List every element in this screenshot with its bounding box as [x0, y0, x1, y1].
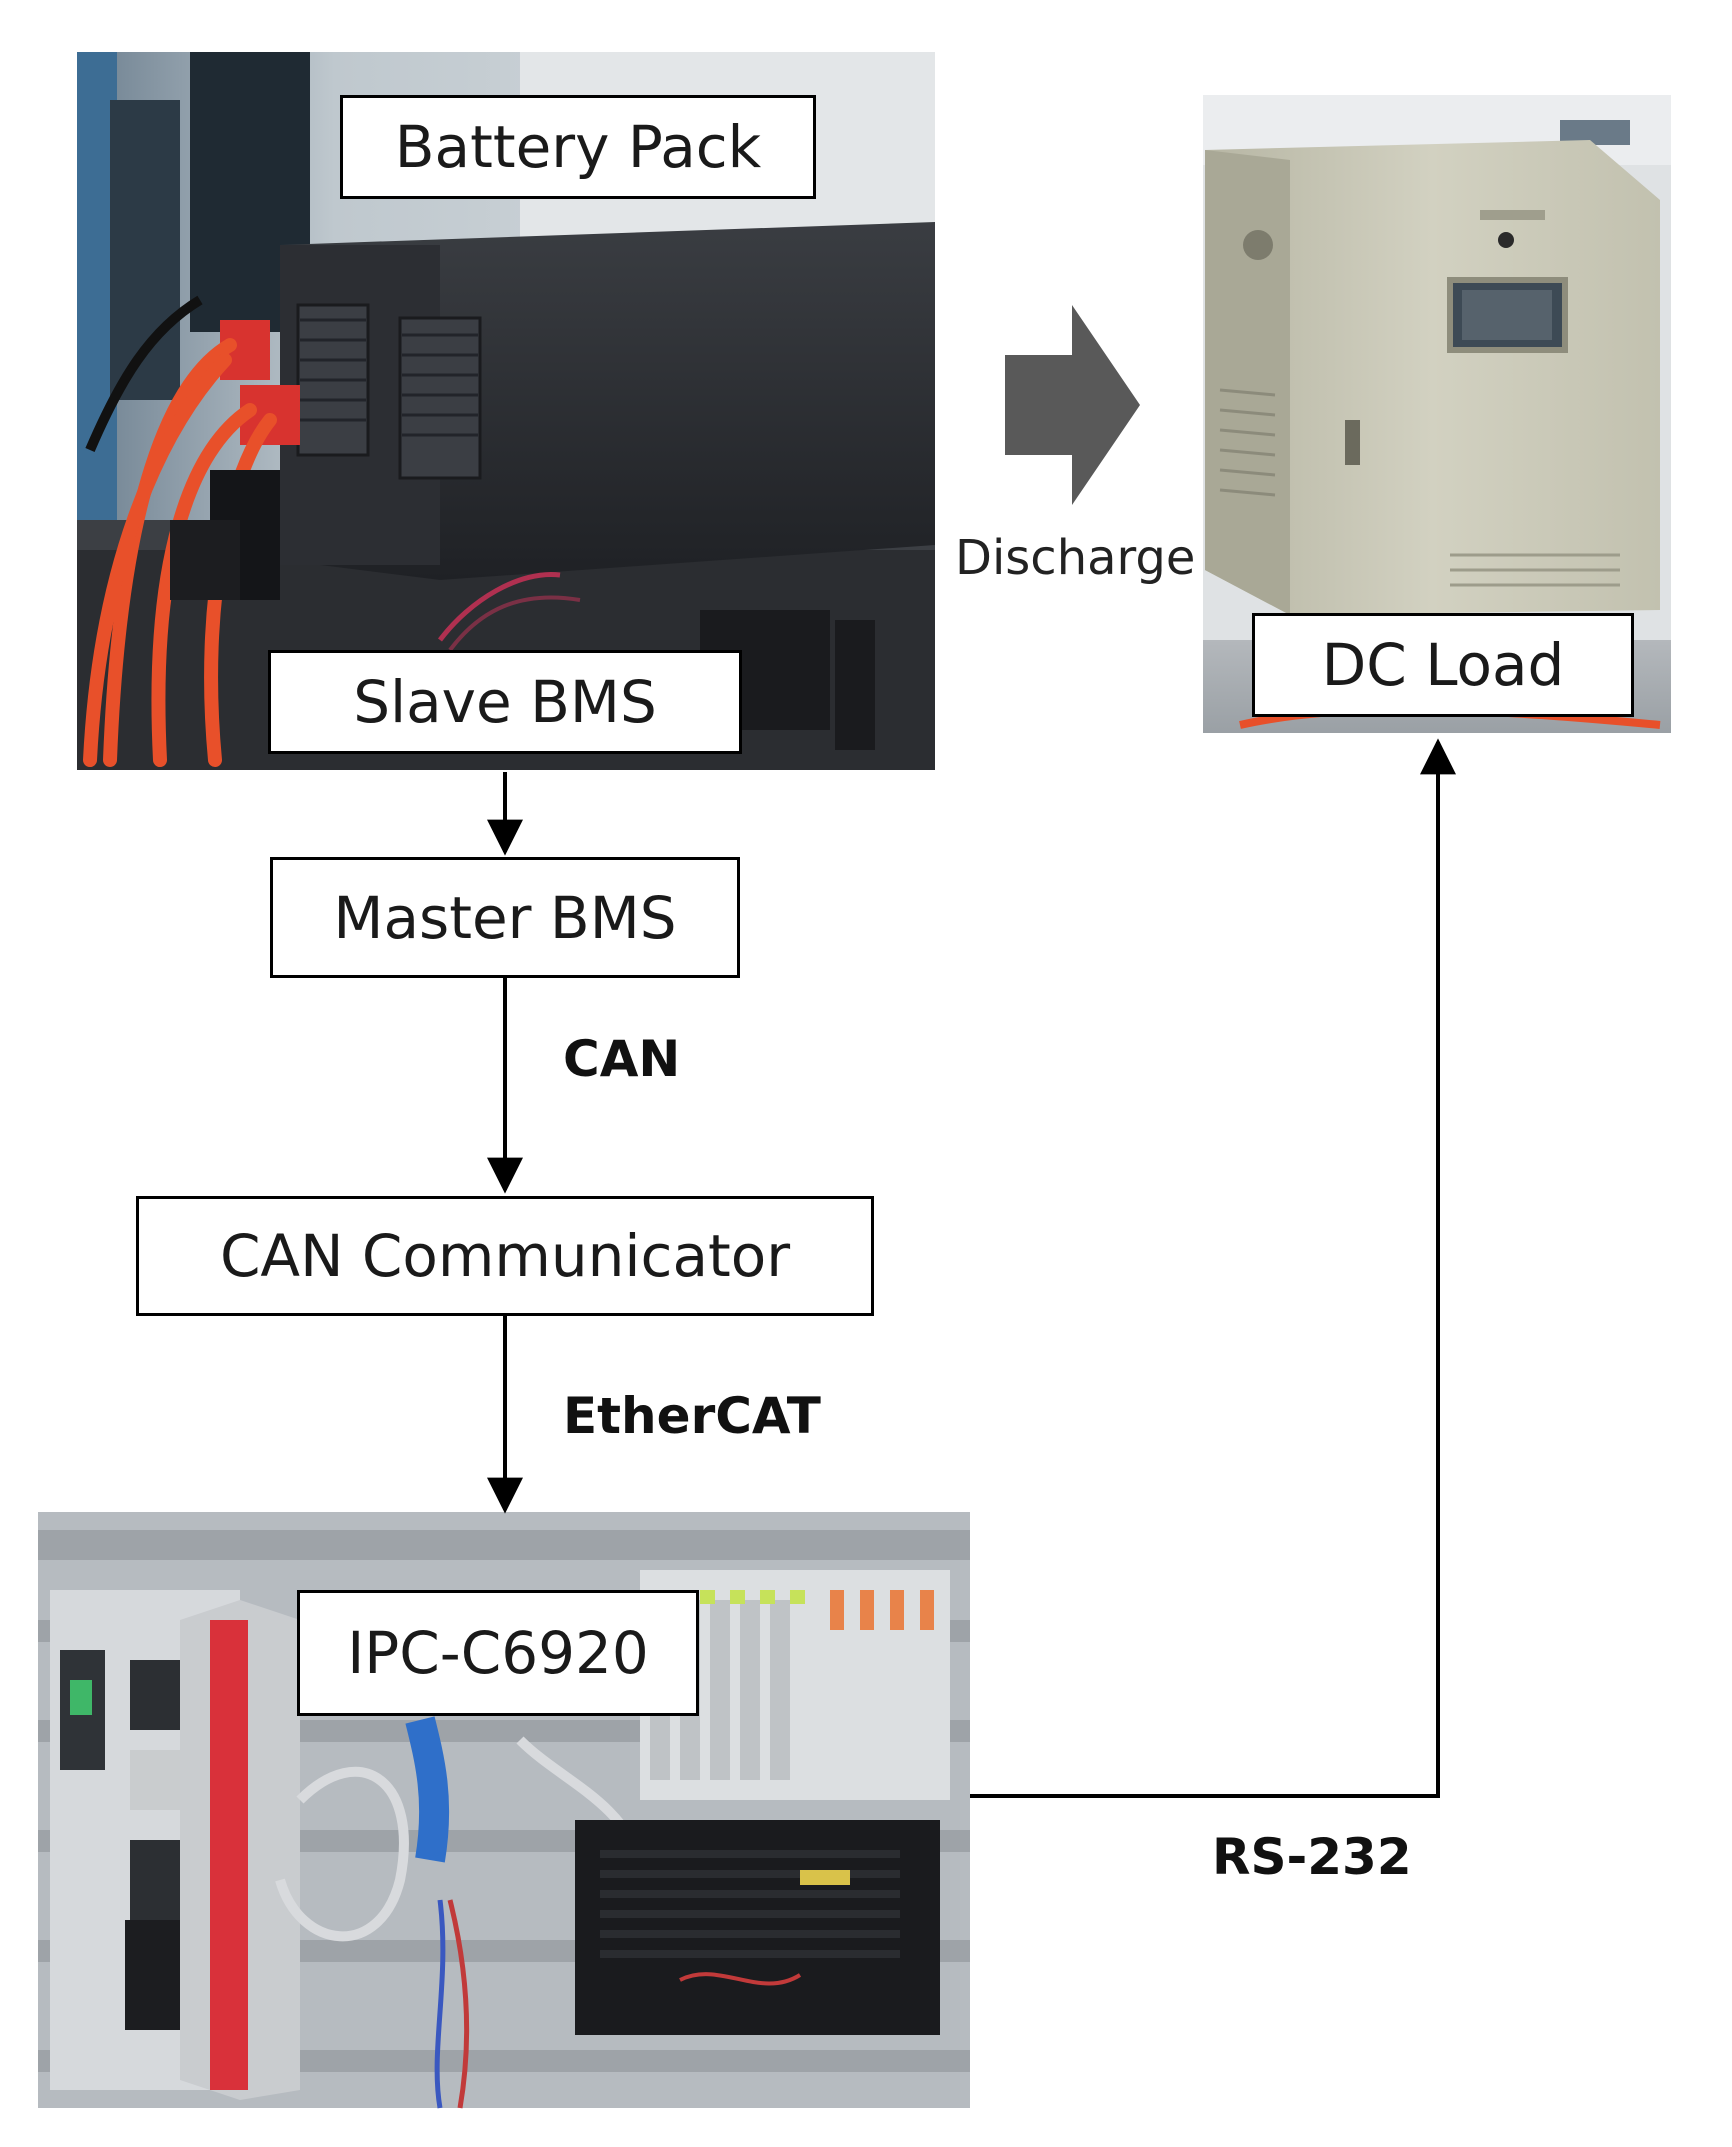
can-label: CAN: [563, 1030, 681, 1088]
slave-bms-label: Slave BMS: [268, 650, 742, 754]
rs232-label: RS-232: [1212, 1828, 1412, 1886]
master-bms-box: Master BMS: [270, 857, 740, 978]
dc-load-label: DC Load: [1252, 613, 1634, 717]
ethercat-label: EtherCAT: [563, 1387, 821, 1445]
discharge-arrow: [1005, 305, 1140, 505]
ipc-c6920-label: IPC-C6920: [297, 1590, 699, 1716]
can-communicator-box: CAN Communicator: [136, 1196, 874, 1316]
battery-pack-label: Battery Pack: [340, 95, 816, 199]
arrow-ipc-to-dcload: [970, 738, 1456, 1798]
discharge-label: Discharge: [955, 530, 1196, 586]
